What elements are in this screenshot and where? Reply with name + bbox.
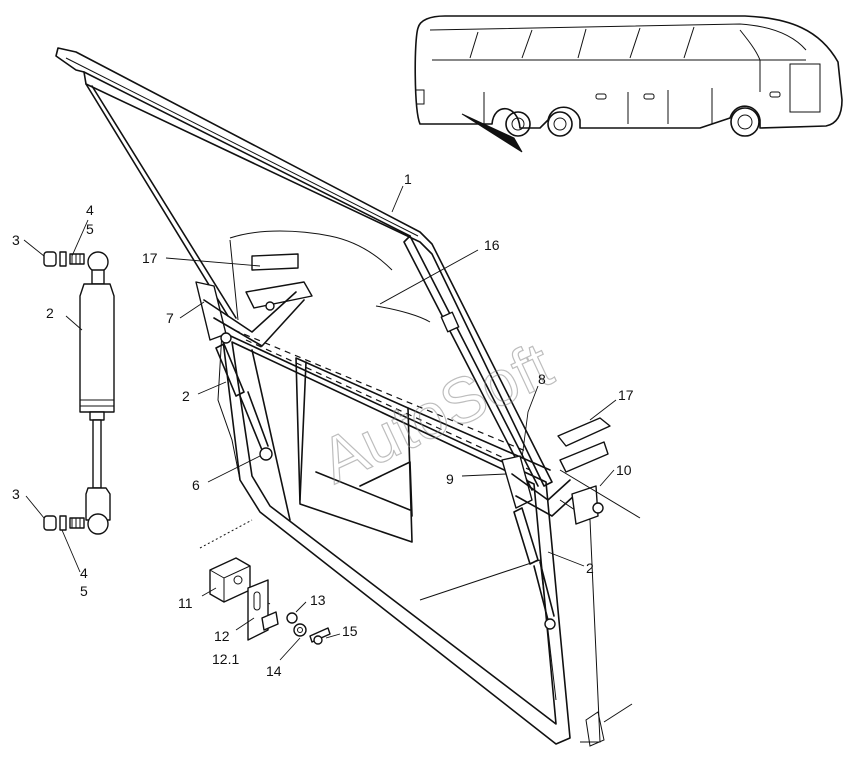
bus-locator-illustration: [414, 15, 843, 153]
callout-7: 7: [166, 310, 174, 326]
callout-8: 8: [538, 371, 546, 387]
callout-4: 4: [80, 565, 88, 581]
hatch-glass-panel: [55, 47, 553, 491]
callout-12: 12: [214, 628, 230, 644]
callout-17: 17: [618, 387, 634, 403]
leader-lines: [23, 185, 617, 661]
callout-2: 2: [586, 560, 594, 576]
callout-2: 2: [182, 388, 190, 404]
callout-14: 14: [266, 663, 282, 679]
callout-labels: 1 2 2 2 3 3 4 4 5 5 6 7 8 9 10 11 12 12.…: [12, 171, 634, 679]
door-frame: [217, 329, 633, 747]
callout-1: 1: [404, 171, 412, 187]
callout-11: 11: [178, 595, 193, 611]
callout-3: 3: [12, 486, 20, 502]
callout-5: 5: [86, 221, 94, 237]
callout-13: 13: [310, 592, 326, 608]
lock-hardware-exploded: [199, 519, 331, 645]
callout-4: 4: [86, 202, 94, 218]
gas-strut-exploded: [43, 251, 115, 535]
callout-5: 5: [80, 583, 88, 599]
callout-16: 16: [484, 237, 500, 253]
gas-strut-door-left: [215, 343, 273, 461]
gas-strut-door-right: [513, 507, 556, 630]
callout-12-1: 12.1: [212, 651, 239, 667]
callout-2: 2: [46, 305, 54, 321]
hinge-bracket-left: [195, 253, 313, 347]
callout-3: 3: [12, 232, 20, 248]
callout-9: 9: [446, 471, 454, 487]
callout-10: 10: [616, 462, 632, 478]
hinge-bracket-right: [501, 417, 641, 525]
callout-17: 17: [142, 250, 158, 266]
callout-6: 6: [192, 477, 200, 493]
callout-15: 15: [342, 623, 358, 639]
